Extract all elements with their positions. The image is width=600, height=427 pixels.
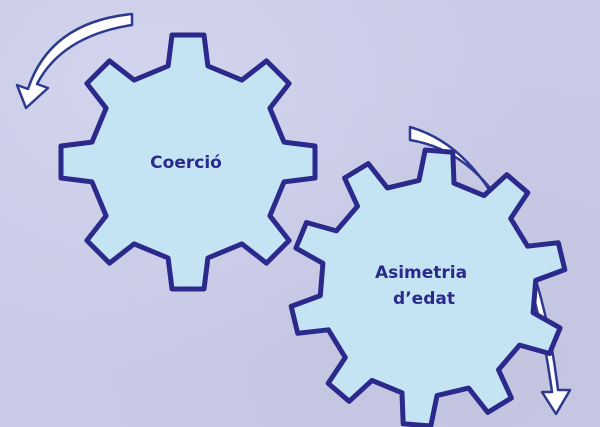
gear-coercio: Coerció (58, 32, 318, 292)
gear-asimetria-label-line-2: d’edat (393, 289, 455, 309)
curved-arrow-icon-right (408, 125, 572, 416)
gear-asimetria-shape (288, 147, 568, 427)
curved-arrow-right-shape (408, 125, 572, 416)
gear-asimetria: Asimetria d’edat (288, 147, 568, 427)
gear-coercio-shape (58, 32, 318, 292)
curved-arrow-icon-left (15, 12, 134, 110)
gear-coercio-label: Coerció (150, 153, 222, 173)
gear-asimetria-label-line-1: Asimetria (375, 263, 467, 283)
gear-coercio-label-line-1: Coerció (150, 153, 222, 173)
gear-asimetria-label: Asimetria d’edat (375, 263, 473, 309)
curved-arrow-left-shape (15, 12, 134, 110)
